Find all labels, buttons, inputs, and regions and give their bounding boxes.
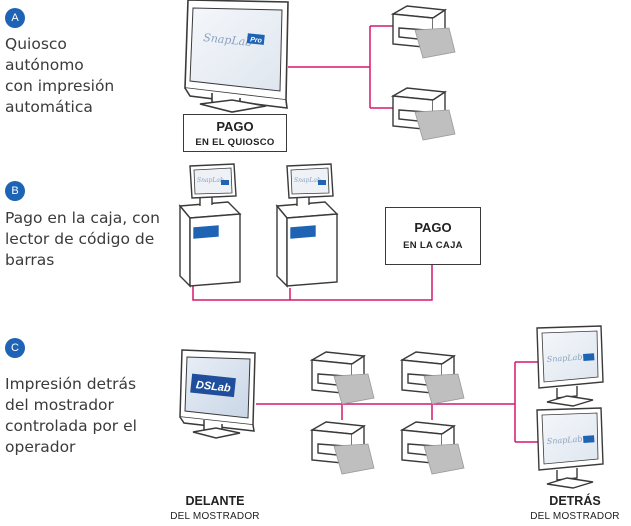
back-label-title: DETRÁS xyxy=(549,494,601,508)
section-a-badge: A xyxy=(5,8,25,28)
counter-printer-1 xyxy=(309,351,375,405)
self-service-kiosk-left: SnapLab xyxy=(178,163,242,288)
counter-printer-4 xyxy=(399,421,465,475)
front-label-title: DELANTE xyxy=(185,494,245,508)
payment-register-title: PAGO xyxy=(414,220,452,235)
svg-text:SnapLab: SnapLab xyxy=(547,353,583,364)
svg-text:DSLab: DSLab xyxy=(195,379,231,395)
payment-register-label: PAGO EN LA CAJA xyxy=(385,207,481,265)
kiosk-printer-bottom xyxy=(390,87,456,141)
back-of-counter-label: DETRÁS DEL MOSTRADOR xyxy=(520,494,630,522)
connector-lines-a xyxy=(288,25,393,109)
front-label-subtitle: DEL MOSTRADOR xyxy=(170,511,260,522)
payment-kiosk-title: PAGO xyxy=(216,119,254,134)
connector-lines-c xyxy=(256,361,540,443)
front-of-counter-label: DELANTE DEL MOSTRADOR xyxy=(160,494,270,522)
kiosk-logo-pro-badge: Pro xyxy=(246,33,265,45)
payment-kiosk-subtitle: EN EL QUIOSCO xyxy=(195,137,275,148)
back-counter-monitor-top: SnapLab xyxy=(536,325,604,407)
self-service-kiosk-right: SnapLab xyxy=(275,163,339,288)
kiosk-monitor xyxy=(184,0,289,113)
kiosk-logo-snaplab: SnapLab xyxy=(203,31,253,49)
section-a-description: Quiosco autónomo con impresión automátic… xyxy=(5,35,115,116)
payment-register-subtitle: EN LA CAJA xyxy=(403,240,463,251)
counter-printer-2 xyxy=(399,351,465,405)
section-b-badge: B xyxy=(5,181,25,201)
section-c-badge: C xyxy=(5,338,25,358)
section-c-description: Impresión detrás del mostrador controlad… xyxy=(5,375,137,456)
connector-lines-b xyxy=(192,265,433,301)
svg-text:Pro: Pro xyxy=(250,37,263,45)
kiosk-printer-top xyxy=(390,5,456,59)
payment-kiosk-label: PAGO EN EL QUIOSCO xyxy=(183,114,287,152)
svg-text:SnapLab: SnapLab xyxy=(294,177,321,184)
dslab-logo: DSLab xyxy=(190,373,236,398)
back-counter-monitor-bottom: SnapLab xyxy=(536,407,604,489)
svg-text:SnapLab: SnapLab xyxy=(197,177,224,184)
section-b-description: Pago en la caja, con lector de código de… xyxy=(5,209,160,269)
svg-text:SnapLab: SnapLab xyxy=(547,435,583,446)
counter-printer-3 xyxy=(309,421,375,475)
back-label-subtitle: DEL MOSTRADOR xyxy=(530,511,620,522)
